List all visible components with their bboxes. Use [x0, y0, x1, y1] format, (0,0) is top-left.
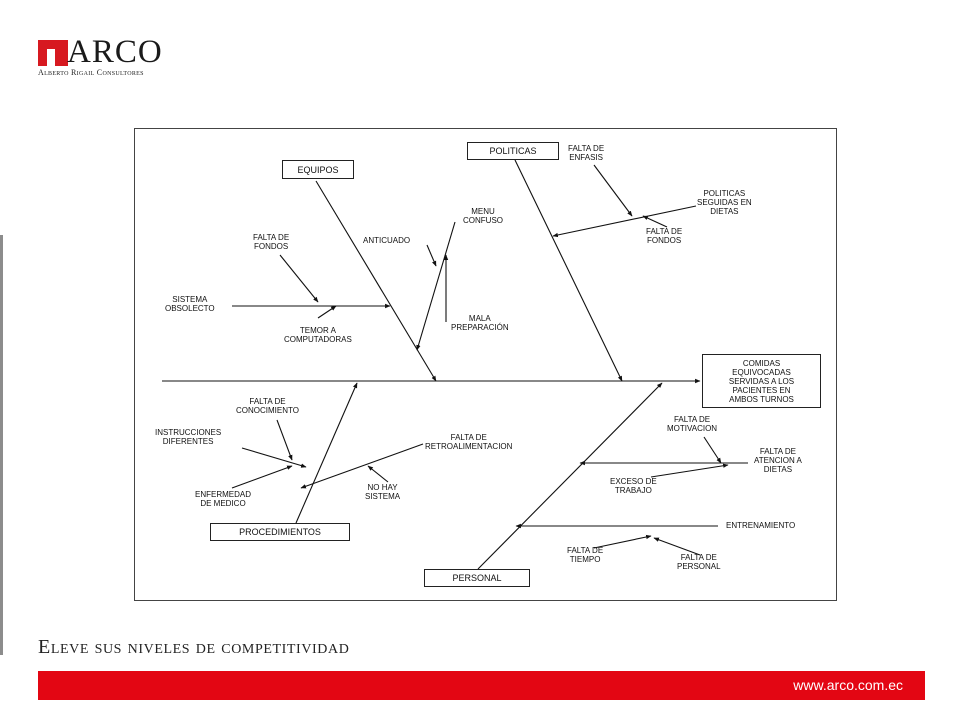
diagram-frame [134, 128, 837, 601]
arrow-falta-personal [653, 537, 701, 556]
cause-menu-confuso: MENU CONFUSO [463, 207, 503, 225]
cause-falta-fondos-politicas: FALTA DE FONDOS [646, 227, 683, 245]
category-personal: PERSONAL [424, 569, 530, 587]
cause-exceso-trabajo: EXCESO DE TRABAJO [610, 477, 657, 495]
bone-procedimientos [295, 382, 358, 524]
cause-falta-enfasis: FALTA DE ENFASIS [568, 144, 605, 162]
cause-instrucciones-diferentes: INSTRUCCIONES DIFERENTES [155, 428, 222, 446]
slogan: Eleve sus niveles de competitividad [38, 636, 350, 658]
cause-enfermedad-medico: ENFERMEDAD DE MEDICO [195, 490, 252, 508]
arco-logo: ARCO Alberto Rigail Consultores [38, 34, 178, 80]
bone-personal [477, 382, 663, 570]
bone-politicas [514, 159, 623, 382]
cause-falta-conocimiento: FALTA DE CONOCIMIENTO [236, 397, 299, 415]
cause-politicas-seguidas: POLITICAS SEGUIDAS EN DIETAS [697, 189, 752, 216]
cause-falta-atencion: FALTA DE ATENCION A DIETAS [754, 447, 802, 474]
cause-temor-computadoras: TEMOR A COMPUTADORAS [284, 326, 352, 344]
arrow-exceso-trabajo [650, 463, 729, 478]
category-equipos: EQUIPOS [282, 160, 354, 179]
cause-mala-preparacion: MALA PREPARACIÓN [451, 314, 509, 332]
cause-falta-fondos-equipos: FALTA DE FONDOS [253, 233, 290, 251]
arrow-temor-computadoras [317, 305, 337, 319]
arrow-falta-tiempo [593, 534, 652, 549]
brand-name: ARCO [67, 34, 163, 70]
brand-subtitle: Alberto Rigail Consultores [38, 68, 144, 77]
website-link[interactable]: www.arco.com.ec [793, 677, 903, 693]
arrow-enfermedad-medico [231, 465, 293, 489]
footer-bar: www.arco.com.ec [38, 671, 925, 700]
arrow-menu-confuso [416, 221, 456, 351]
cause-falta-motivacion: FALTA DE MOTIVACION [667, 415, 718, 433]
arrow-falta-motivacion [703, 436, 722, 464]
arrow-instrucciones-diferentes [241, 447, 307, 468]
arco-logo-mark [38, 40, 68, 66]
arrow-politicas-seguidas [552, 205, 697, 238]
cause-falta-tiempo: FALTA DE TIEMPO [567, 546, 604, 564]
left-edge-decoration [0, 235, 3, 655]
cause-entrenamiento: ENTRENAMIENTO [726, 521, 796, 530]
arrow-falta-fondos-politicas [642, 215, 668, 228]
category-politicas: POLITICAS [467, 142, 559, 160]
cause-sistema-obsolecto: SISTEMA OBSOLECTO [165, 295, 215, 313]
bone-equipos [315, 180, 437, 382]
effect-box: COMIDAS EQUIVOCADAS SERVIDAS A LOS PACIE… [702, 354, 821, 408]
arrow-anticuado [426, 244, 437, 267]
arrow-falta-retroalimentacion [300, 443, 424, 489]
cause-falta-personal: FALTA DE PERSONAL [677, 553, 721, 571]
category-procedimientos: PROCEDIMIENTOS [210, 523, 350, 541]
cause-falta-retroalimentacion: FALTA DE RETROALIMENTACION [425, 433, 513, 451]
arrow-no-hay-sistema [367, 465, 389, 483]
arrow-falta-enfasis [593, 164, 633, 217]
arrow-falta-conocimiento [276, 419, 293, 461]
arrow-falta-fondos-equipos [279, 254, 319, 303]
cause-anticuado: ANTICUADO [363, 236, 411, 245]
cause-no-hay-sistema: NO HAY SISTEMA [365, 483, 401, 501]
